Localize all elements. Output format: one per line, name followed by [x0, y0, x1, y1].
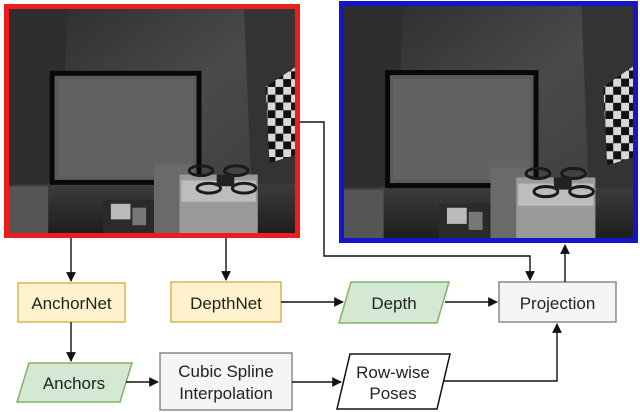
row-wise-label-line2: Poses [369, 384, 416, 403]
edges [66, 121, 570, 387]
depth-label: Depth [371, 294, 416, 313]
left-camera-frame [4, 4, 300, 238]
right-camera-frame [339, 1, 638, 243]
depthnet-label: DepthNet [190, 294, 262, 313]
node-projection: Projection [498, 281, 617, 323]
anchornet-label: AnchorNet [31, 294, 112, 313]
left-frame-image [9, 9, 295, 233]
right-frame-image [344, 6, 633, 238]
node-row-wise-poses: Row-wise Poses [336, 353, 451, 410]
cubic-spline-label-line2: Interpolation [179, 384, 273, 403]
cubic-spline-label-line1: Cubic Spline [178, 362, 273, 381]
anchors-label: Anchors [43, 374, 105, 393]
edge-row-wise-to-projection [443, 323, 562, 382]
projection-label: Projection [520, 294, 596, 313]
node-depth: Depth [337, 281, 451, 324]
node-depthnet: DepthNet [170, 281, 282, 323]
node-cubic-spline: Cubic Spline Interpolation [159, 352, 293, 411]
node-anchornet: AnchorNet [17, 282, 126, 323]
row-wise-label-line1: Row-wise [356, 363, 430, 382]
node-anchors: Anchors [15, 362, 134, 403]
edge-left-frame-to-projection [300, 121, 535, 281]
